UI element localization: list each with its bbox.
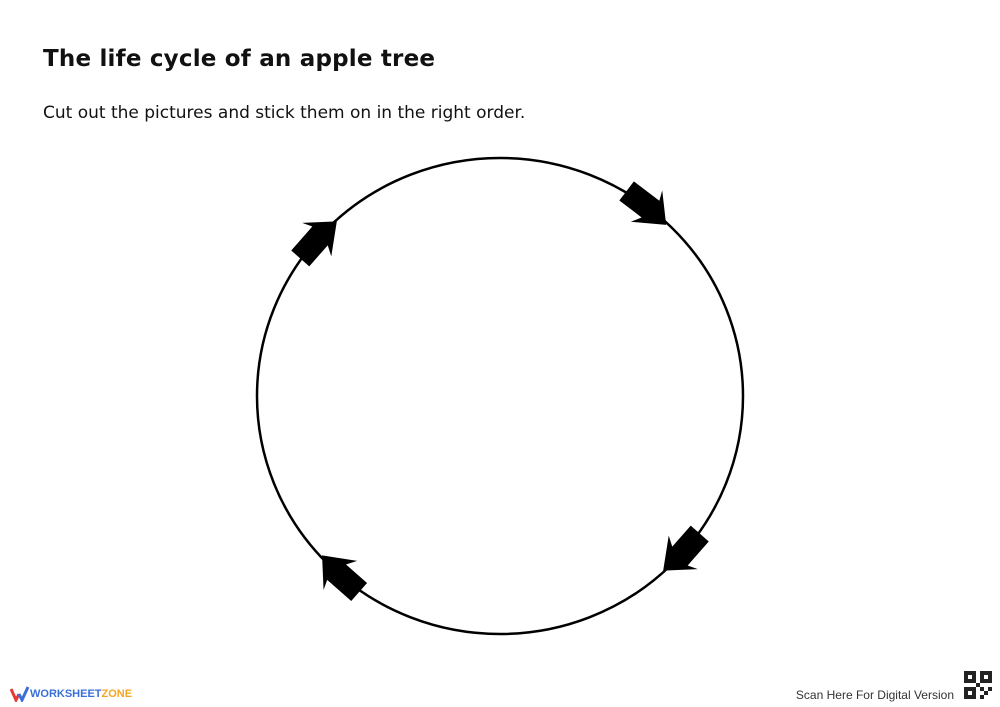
cycle-arrow bbox=[663, 525, 709, 571]
cycle-arrow bbox=[322, 555, 368, 601]
logo-text-worksheet: WORKSHEET bbox=[30, 688, 102, 700]
instruction-text: Cut out the pictures and stick them on i… bbox=[43, 103, 526, 123]
scan-text: Scan Here For Digital Version bbox=[795, 688, 954, 702]
cycle-arrow bbox=[619, 181, 667, 225]
cycle-arrow bbox=[291, 221, 337, 267]
cycle-circle bbox=[255, 156, 745, 636]
page-title: The life cycle of an apple tree bbox=[43, 46, 436, 72]
logo-mark-icon bbox=[10, 686, 30, 702]
logo-text-zone: ZONE bbox=[101, 688, 133, 700]
qr-code-icon[interactable] bbox=[964, 670, 992, 700]
